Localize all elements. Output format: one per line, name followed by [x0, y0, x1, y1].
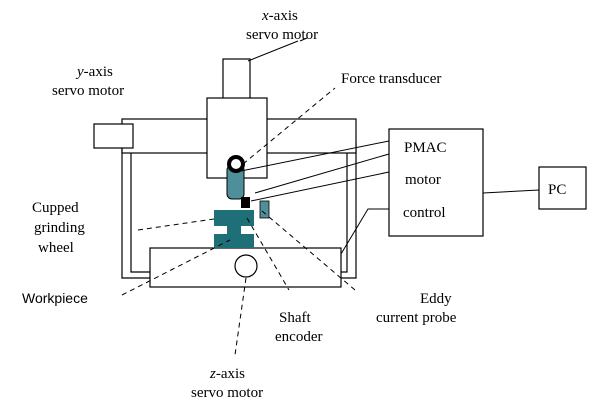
eddy-probe-label-line2: current probe: [376, 310, 457, 326]
shaft-encoder-label-line1: Shaft: [279, 310, 311, 326]
y-axis-label-line2: servo motor: [52, 83, 124, 99]
z-axis-label-line1: z-axis: [209, 366, 245, 382]
force-transducer: [226, 155, 245, 200]
z-axis-motor-circle: [234, 254, 258, 278]
leader-lines: [121, 37, 356, 356]
pc-box: [538, 166, 587, 210]
wheel-hub: [227, 226, 241, 234]
cupped-label-line1: Cupped: [32, 200, 79, 216]
workpiece-label: Workpiece: [22, 290, 88, 306]
x-axis-label-line2: servo motor: [246, 27, 318, 43]
grinding-assembly: [214, 197, 270, 248]
cupped-label-line2: grinding: [34, 220, 85, 236]
eddy-probe-label-line1: Eddy: [420, 291, 452, 307]
controller-label-line3: control: [403, 205, 446, 221]
workpiece: [214, 234, 254, 248]
x-axis-label-line1: x-axis: [261, 8, 298, 24]
grinding-tip: [241, 197, 250, 208]
force-transducer-label: Force transducer: [341, 71, 441, 87]
y-axis-label-line1: y-axis: [75, 64, 113, 80]
shaft-encoder-label-line2: encoder: [275, 329, 322, 345]
cupped-grinding-wheel: [214, 210, 254, 226]
controller-label-line1: PMAC: [404, 140, 447, 156]
controller-label-line2: motor: [405, 172, 441, 188]
cupped-label-line3: wheel: [38, 240, 74, 256]
eddy-current-probe: [259, 200, 270, 219]
machine-frame: [121, 143, 357, 279]
z-axis-label-line2: servo motor: [191, 385, 263, 401]
x-axis-servo-motor: [222, 58, 251, 100]
connection-wires: [240, 140, 540, 255]
y-axis-servo-motor: [93, 123, 134, 149]
pc-label: PC: [548, 182, 566, 198]
transducer-ring-inner: [231, 159, 241, 169]
pmac-controller-box: [388, 128, 484, 237]
